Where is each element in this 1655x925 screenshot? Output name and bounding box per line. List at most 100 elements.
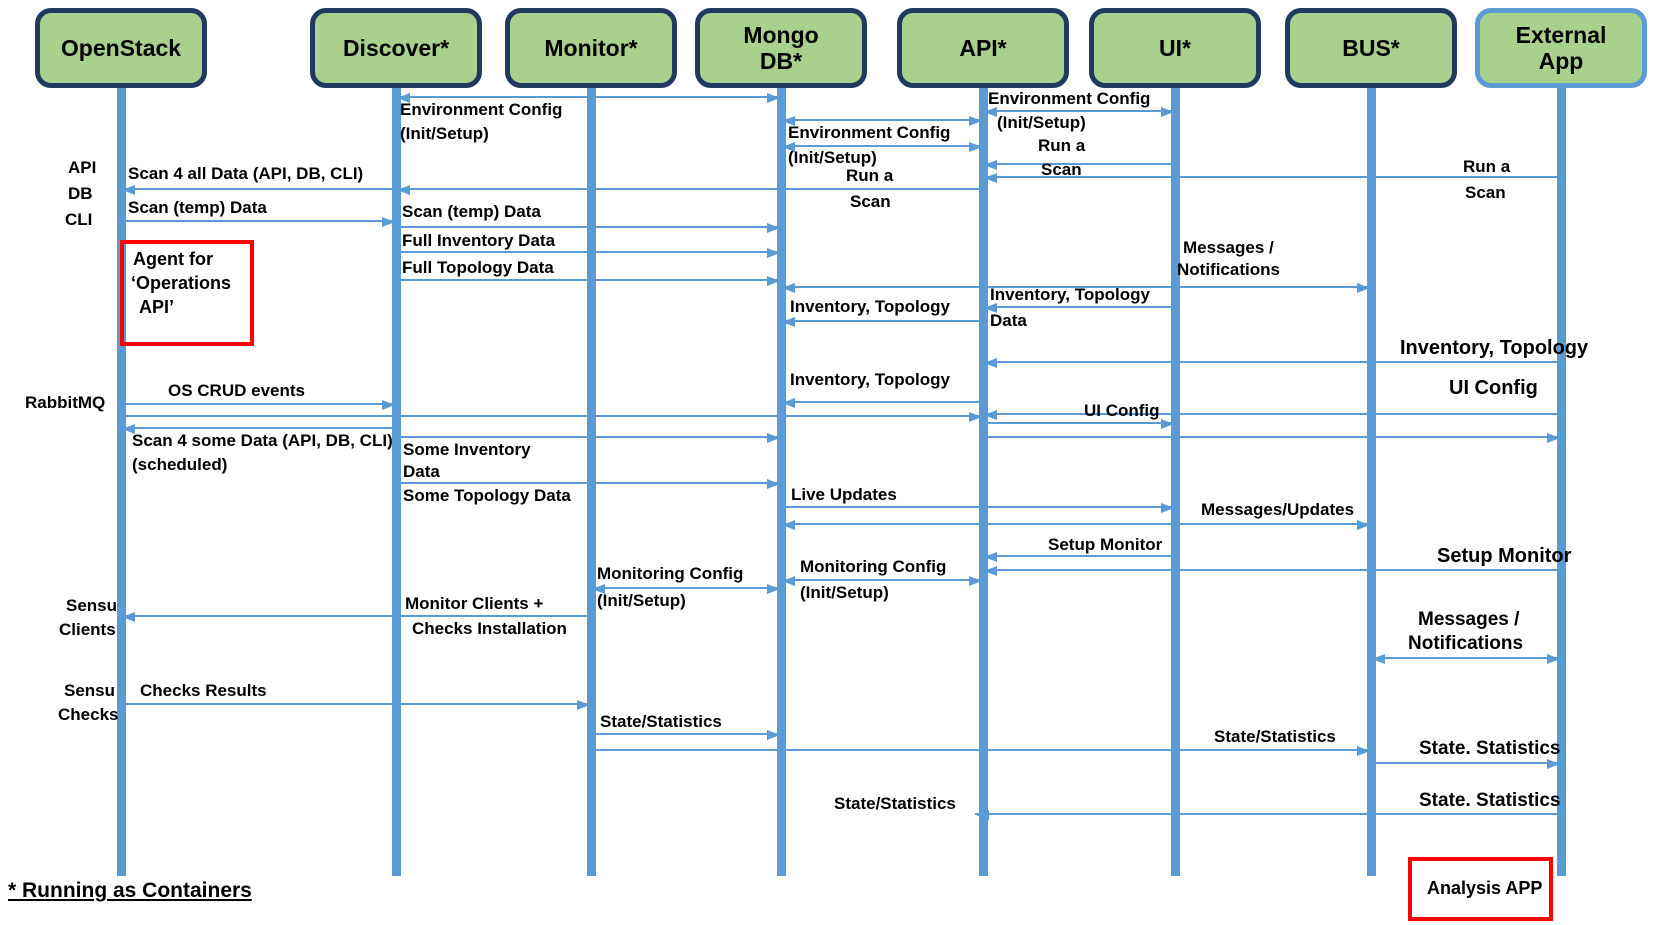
message-line-checks-results xyxy=(121,703,591,705)
message-line-live-updates xyxy=(781,506,1175,508)
side-label: Sensu xyxy=(64,681,116,700)
arrowhead-icon xyxy=(122,185,135,195)
message-label: (Init/Setup) xyxy=(800,583,889,602)
actor-label: App xyxy=(1538,48,1584,74)
message-label: UI Config xyxy=(1084,401,1160,420)
arrowhead-icon xyxy=(984,160,997,170)
message-label: Environment Config xyxy=(988,89,1151,108)
arrowhead-icon xyxy=(984,107,997,117)
arrowhead-icon xyxy=(969,412,982,422)
message-line-ui-config-api-ext xyxy=(983,436,1561,438)
message-label: Scan (temp) Data xyxy=(402,202,541,221)
arrowhead-icon xyxy=(782,283,795,293)
actor-label: DB* xyxy=(759,48,803,74)
message-label: Inventory, Topology xyxy=(990,285,1150,304)
actor-box-openstack: OpenStack xyxy=(35,8,207,88)
message-label: Environment Config xyxy=(400,100,563,119)
message-label: Scan xyxy=(1041,160,1082,179)
arrowhead-icon xyxy=(969,142,982,152)
message-line-monitoring-config-mongo-api xyxy=(781,579,983,581)
actor-box-api: API* xyxy=(897,8,1069,88)
arrowhead-icon xyxy=(984,303,997,313)
message-label: Monitor Clients + xyxy=(405,594,544,613)
message-line-setup-monitor-ext-api xyxy=(983,569,1561,571)
message-line-os-crud-events xyxy=(121,403,396,405)
actor-box-monitor: Monitor* xyxy=(505,8,677,88)
message-label: Inventory, Topology xyxy=(790,297,950,316)
lifeline-mongo-db xyxy=(777,88,786,876)
message-label: Data xyxy=(990,311,1027,330)
arrowhead-icon xyxy=(782,398,795,408)
message-label: State/Statistics xyxy=(834,794,956,813)
lifeline-ui xyxy=(1171,88,1180,876)
message-line-scan-4-some-data xyxy=(121,427,396,429)
arrowhead-icon xyxy=(984,566,997,576)
message-label: Scan xyxy=(850,192,891,211)
side-label: Checks xyxy=(58,705,119,724)
arrowhead-icon xyxy=(1547,654,1560,664)
message-label: (Init/Setup) xyxy=(400,124,489,143)
arrowhead-icon xyxy=(1357,283,1370,293)
message-line-state-statistics-bus-ext xyxy=(1371,762,1561,764)
arrowhead-icon xyxy=(976,810,989,820)
arrowhead-icon xyxy=(767,479,780,489)
side-label: Sensu xyxy=(66,596,118,615)
arrowhead-icon xyxy=(767,248,780,258)
message-line-state-statistics-monitor-mongo xyxy=(591,733,781,735)
lifeline-external-app xyxy=(1557,88,1566,876)
arrowhead-icon xyxy=(767,433,780,443)
message-label: Live Updates xyxy=(791,485,897,504)
message-line-some-topology-data xyxy=(396,482,781,484)
message-label: Setup Monitor xyxy=(1048,535,1163,554)
actor-label: API* xyxy=(959,35,1007,61)
message-label: Run a xyxy=(846,166,894,185)
message-line-some-inventory-data xyxy=(396,436,781,438)
arrowhead-icon xyxy=(782,142,795,152)
message-label: Full Topology Data xyxy=(402,258,554,277)
message-label: Some Inventory xyxy=(403,440,531,459)
message-line-ui-config-api-ui xyxy=(983,422,1175,424)
message-label: Full Inventory Data xyxy=(402,231,556,250)
message-line-env-config-api-ui xyxy=(983,110,1175,112)
message-line-env-config-mongo-api-1 xyxy=(781,119,983,121)
actor-box-discover: Discover* xyxy=(310,8,482,88)
message-line-setup-monitor-ui-api xyxy=(983,555,1175,557)
message-label: State. Statistics xyxy=(1419,790,1561,811)
message-label: Notifications xyxy=(1177,260,1280,279)
actor-label: Monitor* xyxy=(544,35,638,61)
side-label: RabbitMQ xyxy=(25,393,106,412)
message-label: Scan 4 some Data (API, DB, CLI) xyxy=(132,431,393,450)
arrowhead-icon xyxy=(1547,433,1560,443)
actor-label: OpenStack xyxy=(60,35,182,61)
message-line-inventory-topology-ext-api xyxy=(983,361,1561,363)
message-label: Scan 4 all Data (API, DB, CLI) xyxy=(128,164,364,183)
annotation-text: API’ xyxy=(139,297,175,317)
side-label: CLI xyxy=(65,210,93,229)
message-label: (Init/Setup) xyxy=(997,113,1086,132)
arrowhead-icon xyxy=(782,116,795,126)
side-label: API xyxy=(68,158,97,177)
arrowhead-icon xyxy=(767,584,780,594)
arrowhead-icon xyxy=(984,358,997,368)
message-label: (Init/Setup) xyxy=(788,148,877,167)
message-label: Scan xyxy=(1465,183,1506,202)
actor-label: Discover* xyxy=(342,35,450,61)
arrowhead-icon xyxy=(767,93,780,103)
message-label: Checks Installation xyxy=(412,619,567,638)
arrowhead-icon xyxy=(1161,503,1174,513)
message-label: Data xyxy=(403,462,440,481)
message-label: Notifications xyxy=(1408,633,1524,654)
message-line-state-statistics-monitor-bus xyxy=(591,749,1371,751)
message-line-monitor-clients-checks-installation xyxy=(121,615,591,617)
actor-label: Mongo xyxy=(743,22,819,48)
message-label: State/Statistics xyxy=(600,712,722,731)
message-line-scan-temp-data-discover-mongo xyxy=(396,226,781,228)
message-line-messages-notifications-mongo-bus xyxy=(781,286,1371,288)
actor-box-ui: UI* xyxy=(1089,8,1261,88)
message-line-os-api-long-line xyxy=(121,415,983,417)
lifeline-openstack xyxy=(117,88,126,876)
actor-label: UI* xyxy=(1159,35,1191,61)
message-label: (scheduled) xyxy=(132,455,228,474)
